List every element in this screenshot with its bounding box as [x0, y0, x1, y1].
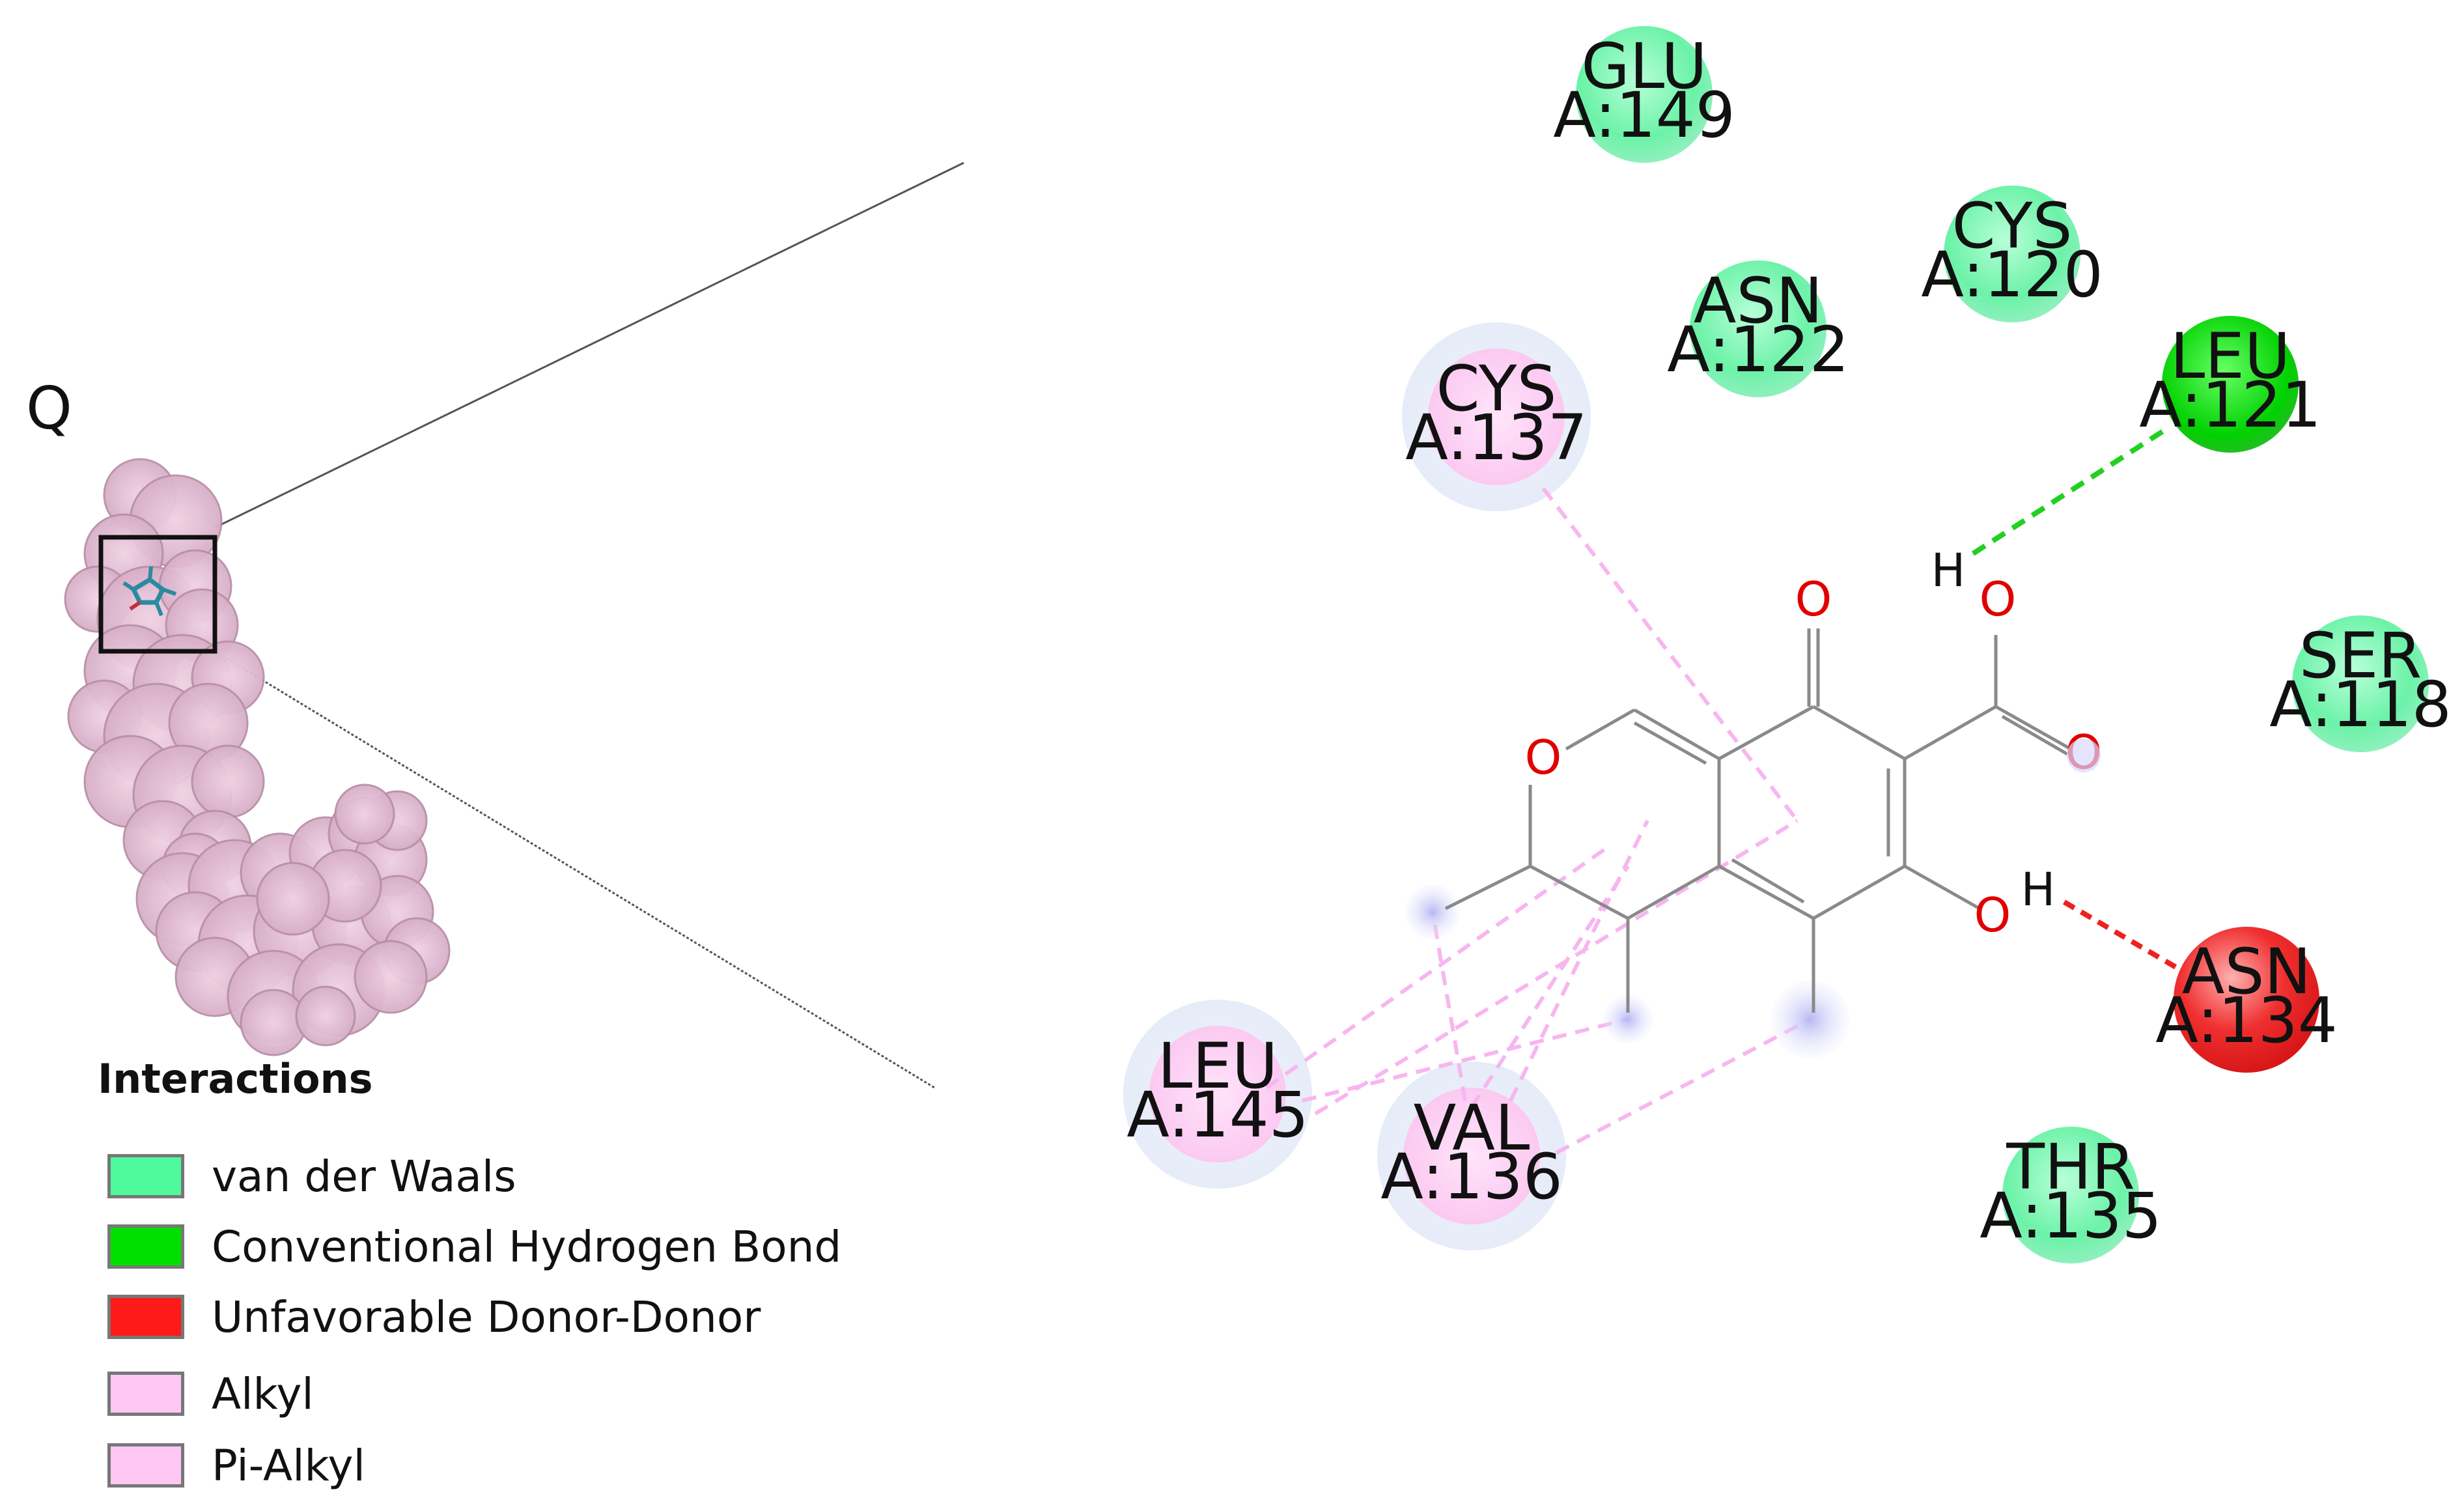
residue-name-leu145: LEU — [1158, 1030, 1278, 1103]
legend-swatch — [107, 1443, 184, 1488]
residue-position-asn122: A:122 — [1667, 313, 1849, 386]
atom-h-phenol: H — [2021, 863, 2056, 916]
residue-disc-glu149 — [1576, 26, 1713, 163]
ligand-structure — [1444, 628, 2072, 1013]
residue-name-thr135: THR — [2006, 1131, 2135, 1204]
residue-name-glu149: GLU — [1581, 30, 1707, 103]
residue-position-glu149: A:149 — [1553, 79, 1735, 152]
residue-position-leu145: A:145 — [1127, 1079, 1309, 1151]
residue-position-ser118: A:118 — [2269, 668, 2452, 741]
residue-discs — [1123, 26, 2429, 1263]
residue-name-asn134: ASN — [2182, 935, 2311, 1008]
residue-disc-cys137 — [1428, 348, 1565, 485]
residue-name-cys137: CYS — [1436, 352, 1557, 425]
residue-disc-val136 — [1403, 1088, 1540, 1224]
residue-name-val136: VAL — [1414, 1092, 1530, 1164]
atom-o-ring: O — [1525, 730, 1562, 785]
atom-h-acid: H — [1931, 544, 1966, 597]
legend-label: Pi-Alkyl — [212, 1440, 365, 1491]
residue-name-leu121: LEU — [2170, 320, 2290, 393]
legend-item: Conventional Hydrogen Bond — [107, 1221, 842, 1272]
legend-title: Interactions — [98, 1055, 373, 1103]
atom-o-acid-hydroxyl: O — [1980, 572, 2017, 627]
legend-item: van der Waals — [107, 1151, 516, 1202]
legend-swatch — [107, 1295, 184, 1339]
residue-disc-leu121 — [2162, 316, 2299, 453]
bound-ligand — [122, 566, 176, 617]
zoom-lines — [214, 162, 964, 1089]
residue-name-ser118: SER — [2299, 619, 2422, 692]
zoom-box — [98, 535, 217, 654]
ligand-atoms: O O O O O — [1525, 572, 2103, 942]
legend-label: Conventional Hydrogen Bond — [212, 1221, 842, 1272]
residue-disc-asn134 — [2174, 927, 2319, 1073]
residue-position-val136: A:136 — [1380, 1140, 1563, 1213]
residue-disc-cys120 — [1944, 186, 2080, 322]
legend-item: Unfavorable Donor-Donor — [107, 1291, 761, 1342]
residue-disc-leu145 — [1149, 1026, 1286, 1163]
residue-position-leu121: A:121 — [2139, 369, 2321, 442]
legend-label: van der Waals — [212, 1151, 516, 1202]
residue-position-asn134: A:134 — [2155, 984, 2338, 1057]
legend-label: Unfavorable Donor-Donor — [212, 1291, 761, 1342]
legend-item: Alkyl — [107, 1368, 314, 1419]
atom-o-phenol: O — [1974, 888, 2011, 942]
legend-item: Pi-Alkyl — [107, 1440, 365, 1491]
protein-surface — [64, 458, 451, 1056]
residue-disc-asn122 — [1690, 261, 1827, 397]
legend-swatch — [107, 1224, 184, 1269]
interaction-lines — [1265, 427, 2183, 1155]
carbonyl-spot — [2067, 739, 2101, 772]
residue-disc-thr135 — [2002, 1127, 2139, 1263]
legend-label: Alkyl — [212, 1368, 314, 1419]
residue-name-cys120: CYS — [1952, 190, 2073, 262]
residue-position-cys137: A:137 — [1405, 401, 1588, 474]
atom-o-ketone: O — [1795, 572, 1832, 627]
legend-swatch — [107, 1372, 184, 1416]
residue-name-asn122: ASN — [1694, 264, 1823, 337]
residue-position-thr135: A:135 — [1980, 1179, 2162, 1252]
residue-position-cys120: A:120 — [1921, 238, 2103, 311]
legend-swatch — [107, 1154, 184, 1198]
panel-label: Q — [26, 374, 72, 443]
pi-spots — [1405, 884, 1849, 1058]
residue-disc-ser118 — [2292, 615, 2429, 752]
